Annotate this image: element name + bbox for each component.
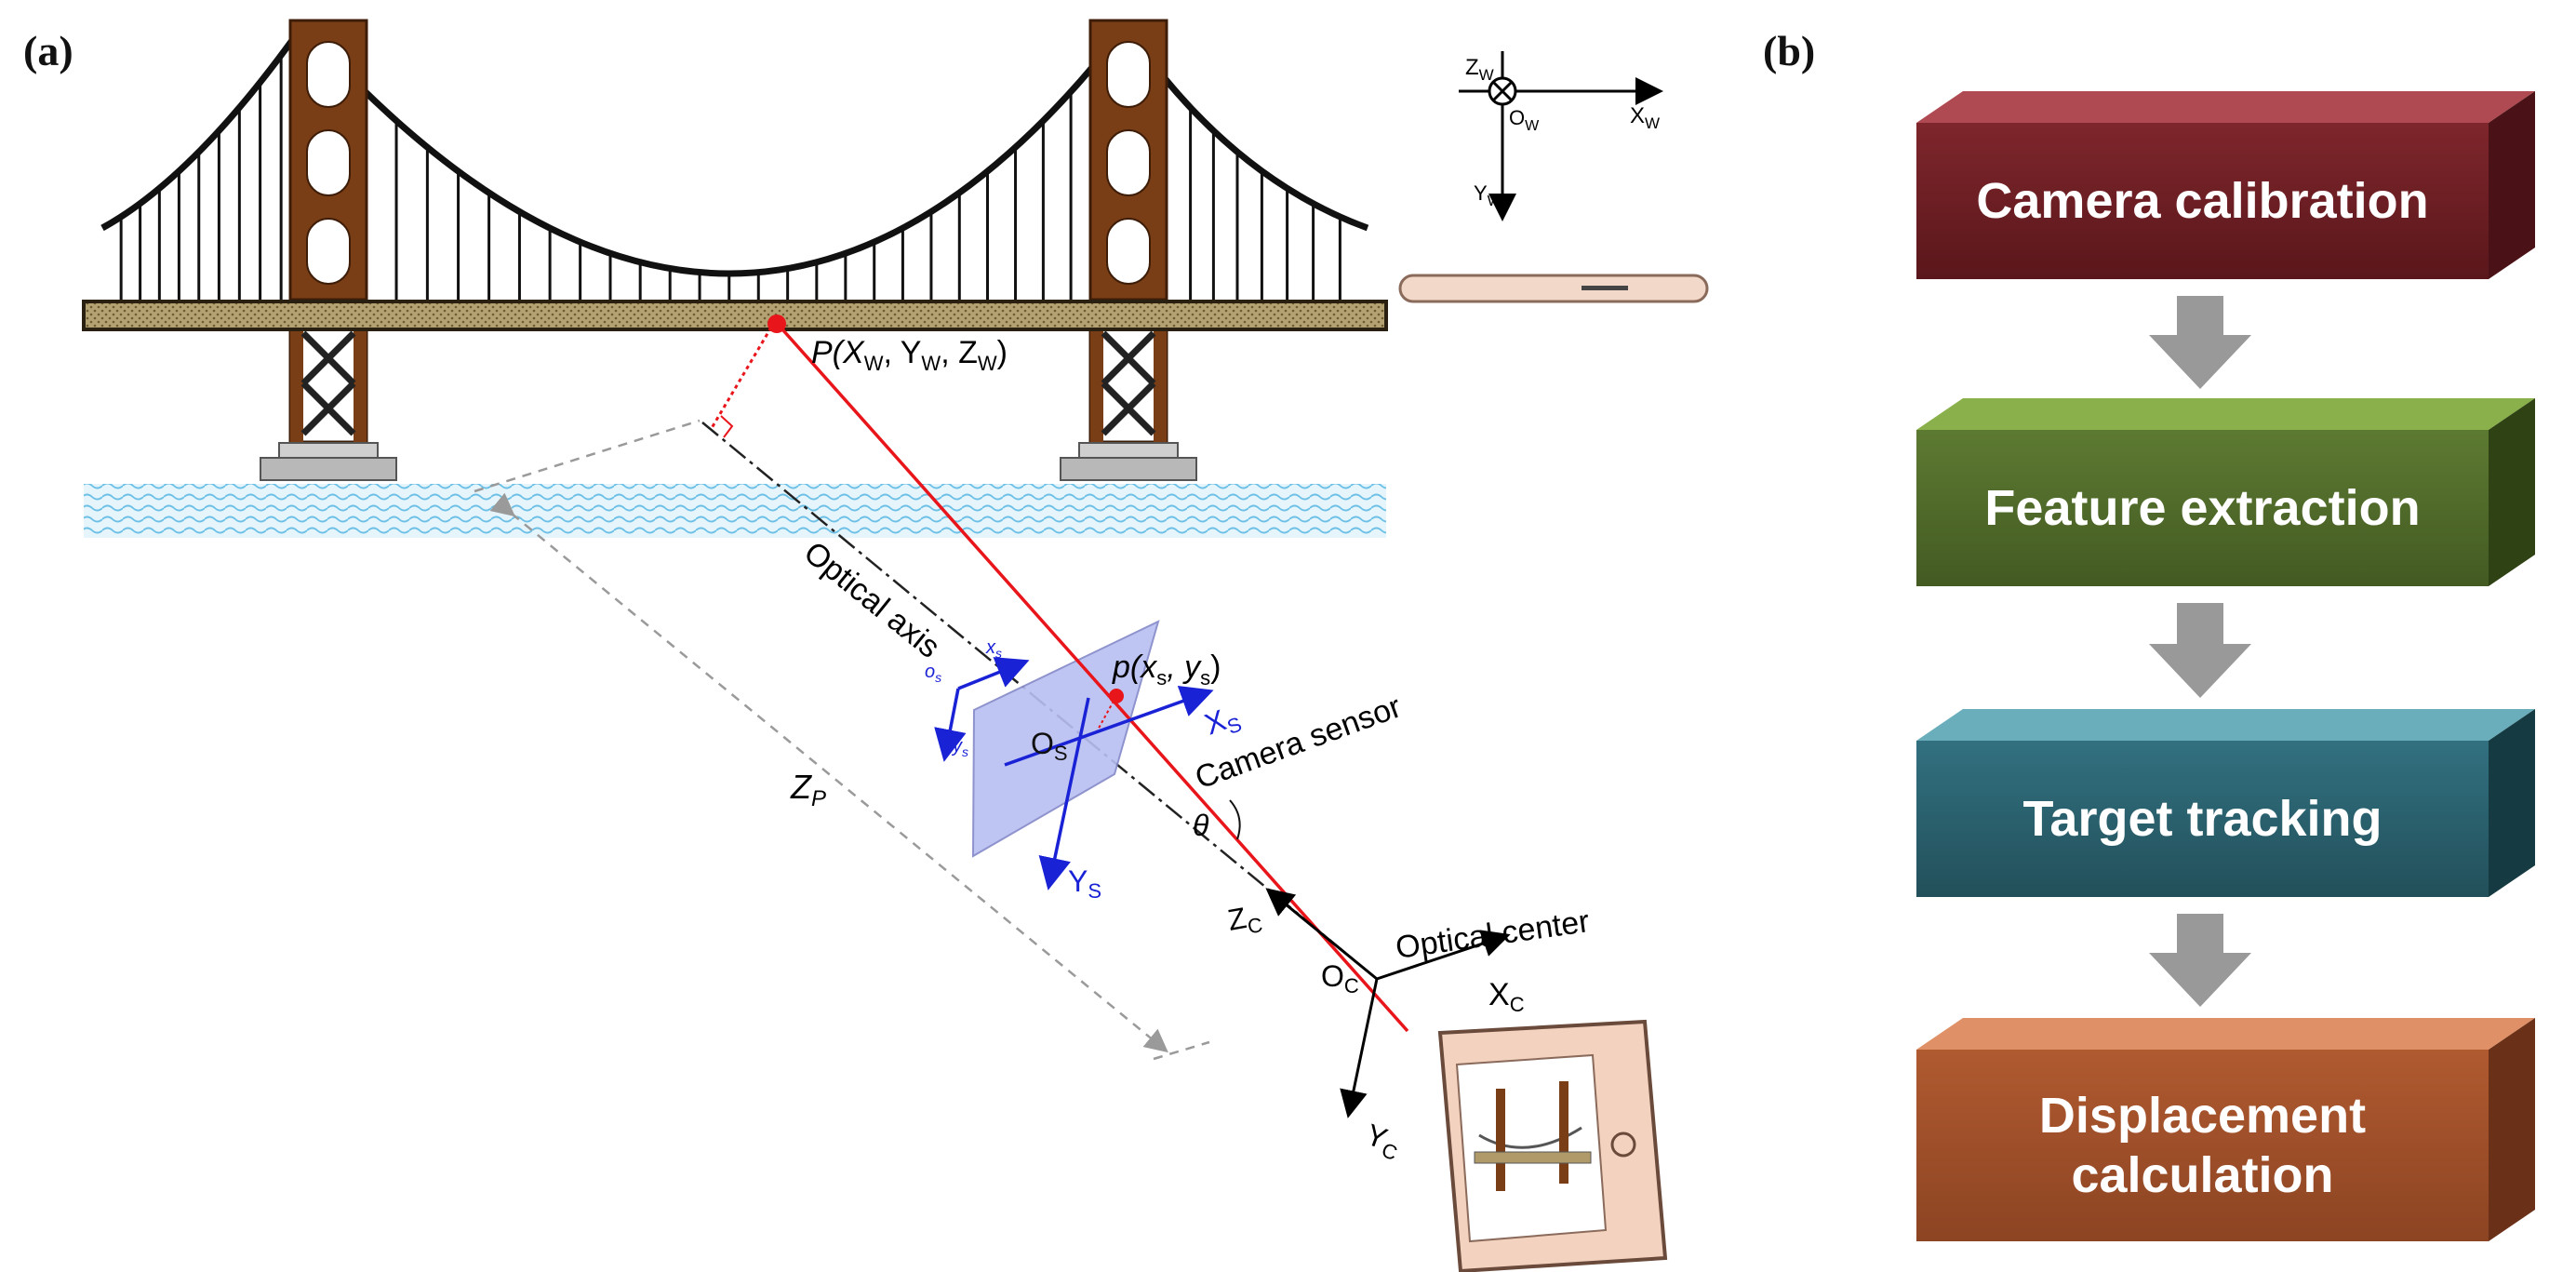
svg-text:XC: XC (1488, 977, 1525, 1016)
svg-text:os: os (925, 662, 941, 685)
svg-text:YW: YW (1474, 181, 1502, 209)
panel-b-label: (b) (1763, 27, 1816, 74)
flow-box-4 (1916, 1018, 2535, 1241)
perpendicular-dotted (710, 320, 777, 429)
step-displacement-calculation: Displacement calculation (2038, 1088, 2367, 1203)
svg-text:OW: OW (1509, 106, 1540, 134)
main-cable (100, 20, 1369, 277)
theta-label: θ (1193, 809, 1209, 842)
camera-sensor-label: Camera sensor (1191, 689, 1406, 796)
down-arrow-1 (2149, 296, 2251, 389)
svg-text:XW: XW (1630, 103, 1660, 132)
zp-dimension-arrow (489, 492, 1168, 1053)
left-tower (260, 19, 397, 481)
flowchart (1916, 91, 2535, 1241)
point-p-world (767, 315, 786, 333)
svg-text:ys: ys (951, 736, 968, 759)
zp-label: ZP (790, 768, 826, 811)
svg-text:xs: xs (985, 637, 1002, 661)
svg-text:OS: OS (1031, 727, 1068, 765)
bridge-deck (82, 300, 1388, 331)
world-axes: ZW OW XW YW (1459, 51, 1663, 221)
panel-a-label: (a) (23, 27, 73, 74)
svg-text:XS: XS (1200, 698, 1245, 745)
camera-sensor-plane (971, 620, 1160, 858)
flow-box-2 (1916, 398, 2535, 586)
projection-ray (773, 319, 1409, 1033)
down-arrow-3 (2149, 914, 2251, 1007)
optical-axis-label: Optical axis (797, 535, 946, 665)
svg-text:YS: YS (1068, 864, 1101, 903)
bridge-hangers (119, 55, 1341, 301)
right-tower (1060, 19, 1197, 481)
point-image-label: p(xs, ys) (1112, 649, 1221, 690)
point-world-label: P(XW, YW, ZW) (811, 335, 1008, 375)
step-camera-calibration: Camera calibration (1976, 173, 2429, 229)
svg-text:YC: YC (1360, 1118, 1406, 1165)
flow-box-1 (1916, 91, 2535, 279)
svg-text:ZW: ZW (1465, 55, 1494, 84)
zp-extension-bottom (1153, 1040, 1210, 1061)
smartphone-icon (1437, 1019, 1668, 1272)
step-feature-extraction: Feature extraction (1984, 480, 2421, 536)
down-arrow-2 (2149, 603, 2251, 698)
phone-side-view-icon (1398, 274, 1709, 303)
optical-center-label: Optical center (1394, 904, 1592, 966)
theta-arc (1229, 799, 1241, 840)
flow-box-3 (1916, 709, 2535, 897)
svg-text:ZC: ZC (1225, 898, 1264, 942)
svg-text:OC: OC (1321, 959, 1359, 998)
water (84, 484, 1386, 538)
zp-extension-top (474, 419, 701, 493)
step-target-tracking: Target tracking (2022, 791, 2382, 847)
